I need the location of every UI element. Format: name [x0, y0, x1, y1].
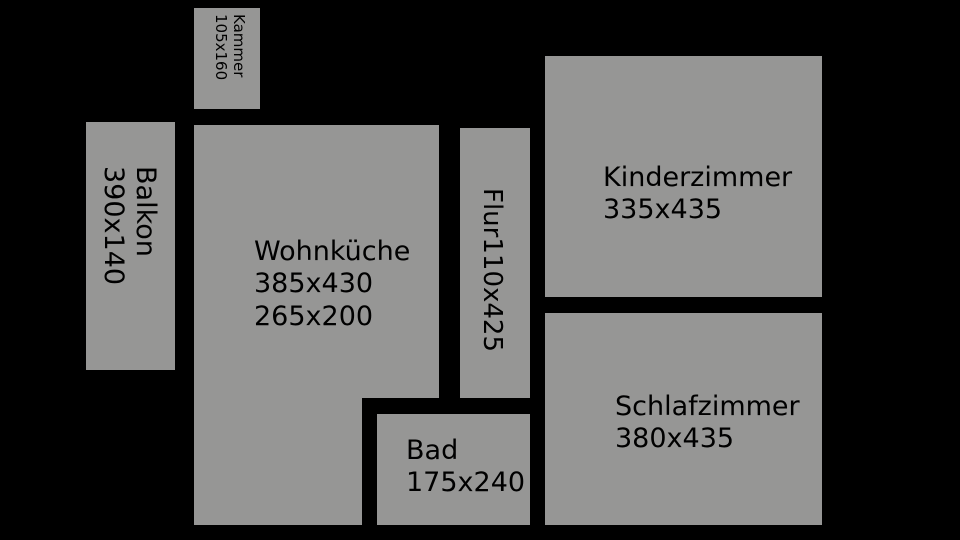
label-kammer: Kammer 105x160 — [212, 14, 248, 80]
kinderzimmer-name: Kinderzimmer — [603, 162, 793, 193]
flur-dims: 110x425 — [477, 237, 507, 352]
schlafzimmer-dims: 380x435 — [615, 423, 735, 455]
kinderzimmer-dims: 335x435 — [603, 194, 723, 226]
balkon-dims: 390x140 — [97, 166, 129, 286]
balkon-name: Balkon — [130, 166, 161, 257]
label-balkon: Balkon 390x140 — [96, 166, 161, 285]
room-schlafzimmer — [545, 313, 822, 525]
wohnkueche-name: Wohnküche — [254, 236, 411, 267]
label-kinderzimmer: Kinderzimmer 335x435 — [603, 162, 792, 227]
schlafzimmer-name: Schlafzimmer — [615, 391, 800, 422]
label-schlafzimmer: Schlafzimmer 380x435 — [615, 391, 800, 456]
wohnkueche-dims-2: 265x200 — [254, 300, 374, 332]
room-wohnkueche-main — [194, 125, 439, 398]
wohnkueche-dims-1: 385x430 — [254, 268, 374, 300]
bad-dims: 175x240 — [406, 467, 526, 499]
room-wohnkueche-extension — [194, 397, 362, 525]
kammer-dims: 105x160 — [212, 14, 230, 81]
label-wohnkueche: Wohnküche 385x430 265x200 — [254, 236, 410, 333]
room-bad — [377, 414, 530, 525]
room-kinderzimmer — [545, 56, 822, 297]
label-flur: Flur110x425 — [476, 188, 507, 352]
room-balkon — [86, 122, 175, 370]
flur-name: Flur — [477, 188, 507, 238]
bad-name: Bad — [406, 435, 459, 466]
label-bad: Bad 175x240 — [406, 435, 525, 500]
room-kammer — [194, 8, 260, 109]
kammer-name: Kammer — [230, 14, 248, 78]
room-flur — [460, 128, 530, 398]
